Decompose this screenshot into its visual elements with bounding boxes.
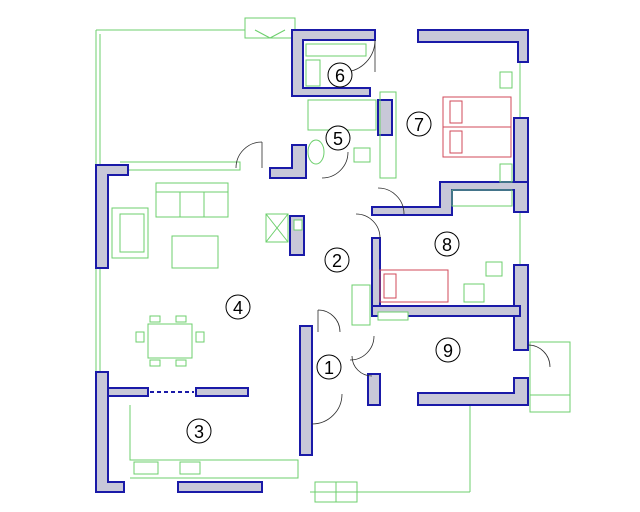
armchair <box>111 207 149 259</box>
wall-bath-inner <box>377 99 393 136</box>
wall-top-left <box>291 29 376 97</box>
svg-text:3: 3 <box>194 422 204 442</box>
wall-living-left <box>95 164 129 269</box>
svg-text:7: 7 <box>414 115 424 135</box>
walls <box>95 29 529 493</box>
wall-kitchen-divider-right <box>195 387 249 397</box>
washbasin <box>307 139 325 165</box>
wall-kitchen-divider-left <box>107 387 149 397</box>
shelf-8 <box>451 189 513 207</box>
fireplace <box>265 213 289 243</box>
wall-kitchen-left <box>95 371 125 493</box>
chair-8 <box>463 283 485 303</box>
furniture <box>111 43 513 479</box>
svg-text:8: 8 <box>442 235 452 255</box>
doors <box>235 39 551 425</box>
room-3-label: 3 <box>186 418 212 444</box>
svg-text:1: 1 <box>324 358 334 378</box>
coffee-table <box>171 235 219 269</box>
wall-top-right <box>417 29 529 63</box>
wall-bath-left <box>269 144 307 179</box>
wall-right-lower <box>417 377 529 406</box>
room-8-label: 8 <box>434 231 460 257</box>
wardrobe-7 <box>379 91 397 179</box>
kitchen-counter <box>129 405 299 479</box>
stove <box>179 461 201 475</box>
sink <box>133 461 159 475</box>
svg-text:2: 2 <box>332 251 342 271</box>
room-4-label: 4 <box>225 294 251 320</box>
bed-8 <box>379 269 449 303</box>
wall-room9-top <box>371 305 521 317</box>
wall-room9-left <box>367 373 381 406</box>
wall-room8-left <box>371 237 381 313</box>
bathtub <box>307 99 377 131</box>
room-6-label: 6 <box>327 62 353 88</box>
svg-text:6: 6 <box>335 66 345 86</box>
room-7-label: 7 <box>406 111 432 137</box>
svg-text:9: 9 <box>443 341 453 361</box>
room-1-label: 1 <box>316 354 342 380</box>
wall-entry-left <box>299 325 313 456</box>
room-5-label: 5 <box>325 125 351 151</box>
room-labels: 1 2 3 4 5 6 7 8 <box>186 62 461 444</box>
wall-bottom <box>177 481 263 493</box>
hall-wardrobe <box>351 284 371 326</box>
room-9-label: 9 <box>435 337 461 363</box>
toilet <box>353 147 371 163</box>
wall-7-8-divider <box>371 181 529 216</box>
dining-table <box>147 323 193 359</box>
room-2-label: 2 <box>324 247 350 273</box>
armchair-8 <box>485 261 503 277</box>
svg-text:4: 4 <box>233 298 243 318</box>
sofa <box>155 182 229 218</box>
bed-7-bottom <box>442 126 512 158</box>
beds <box>379 96 512 303</box>
svg-text:5: 5 <box>333 129 343 149</box>
closet-shelves <box>305 43 367 57</box>
